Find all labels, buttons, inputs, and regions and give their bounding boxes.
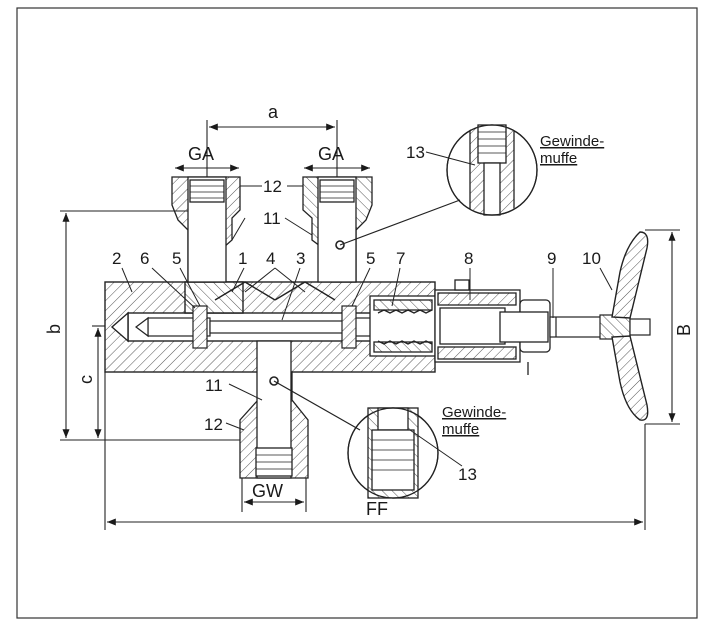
part-5b-label: 5 (366, 249, 375, 268)
detail-note-bottom-line2: muffe (442, 421, 479, 438)
detail-circle-top (446, 124, 538, 216)
dim-ff-label: FF (366, 499, 388, 519)
part-13b-label: 13 (458, 465, 477, 484)
part-12a-label: 12 (263, 177, 282, 196)
part-6-label: 6 (140, 249, 149, 268)
detail-note-bottom-line1: Gewinde- (442, 404, 506, 421)
part-leaders (121, 151, 613, 467)
bonnet (369, 279, 551, 375)
part-2-label: 2 (112, 249, 121, 268)
dim-b-label: b (44, 324, 64, 334)
handwheel (611, 231, 649, 421)
detail-circle-bottom (347, 407, 439, 499)
part-5a-label: 5 (172, 249, 181, 268)
dim-ga-left-label: GA (188, 144, 214, 164)
top-connection-left (171, 176, 241, 283)
dim-a-label: a (268, 102, 279, 122)
drawing-frame (16, 7, 698, 619)
part-12b-label: 12 (204, 415, 223, 434)
part-10-label: 10 (582, 249, 601, 268)
part-13a-label: 13 (406, 143, 425, 162)
part-4-label: 4 (266, 249, 275, 268)
part-9-label: 9 (547, 249, 556, 268)
top-connection-right (302, 176, 373, 283)
dim-gw-label: GW (252, 481, 283, 501)
stem (549, 314, 651, 340)
part-11b-label: 11 (205, 376, 223, 395)
part-11a-label: 11 (263, 209, 281, 228)
detail-note-top-line2: muffe (540, 150, 577, 167)
part-7-label: 7 (396, 249, 405, 268)
detail-note-top-line1: Gewinde- (540, 133, 604, 150)
part-1-label: 1 (238, 249, 247, 268)
dim-ga-right-label: GA (318, 144, 344, 164)
dim-c-label: c (76, 375, 96, 384)
part-8-label: 8 (464, 249, 473, 268)
dim-B-label: B (674, 324, 694, 336)
bottom-connection (239, 340, 309, 479)
part-3-label: 3 (296, 249, 305, 268)
detail-leaders (273, 199, 461, 431)
dimension-lines (60, 120, 680, 530)
